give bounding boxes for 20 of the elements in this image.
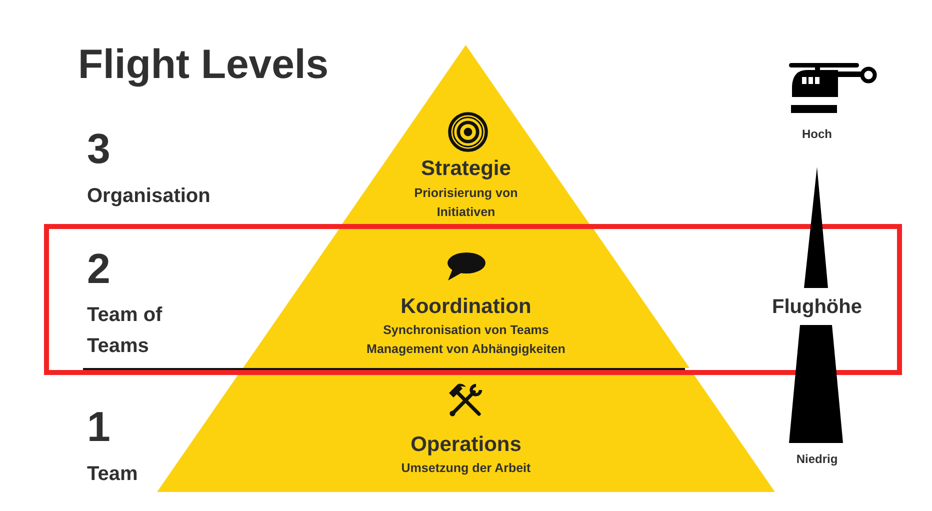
level-number: 1 [87, 402, 110, 452]
tier-description: Priorisierung von Initiativen [413, 185, 519, 221]
tier-description: Management von Abhängigkeiten [366, 341, 566, 358]
tier-heading: Operations [410, 432, 522, 457]
tier-heading: Koordination [400, 294, 532, 319]
level-number: 3 [87, 124, 110, 174]
diagram-title: Flight Levels [78, 40, 329, 88]
level-name: Team [87, 462, 138, 486]
pyramid-tier [242, 229, 690, 368]
level-name: Team of Teams [87, 303, 164, 359]
pyramid-tier [342, 45, 590, 224]
tier-description: Umsetzung der Arbeit [401, 460, 531, 477]
altitude-title: Flughöhe [772, 295, 862, 319]
altitude-label: Hoch [802, 127, 832, 142]
altitude-label: Niedrig [796, 452, 838, 467]
level-name: Organisation [87, 184, 210, 208]
tier-description: Synchronisation von Teams [383, 322, 549, 339]
level-number: 2 [87, 244, 110, 294]
tier-heading: Strategie [421, 156, 511, 181]
pyramid-tier [157, 375, 775, 492]
